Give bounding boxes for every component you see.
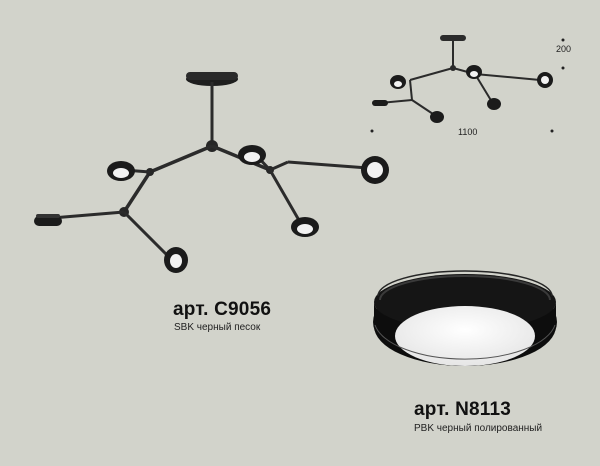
product-finish-c9056: SBK черный песок	[174, 322, 261, 333]
product-finish-n8113: PBK черный полированный	[414, 423, 543, 434]
dimension-height: 200	[556, 44, 572, 54]
product-article-c9056: арт. C9056	[173, 299, 272, 320]
product-article-n8113: арт. N8113	[414, 399, 512, 420]
dimension-width: 1100	[458, 127, 478, 137]
